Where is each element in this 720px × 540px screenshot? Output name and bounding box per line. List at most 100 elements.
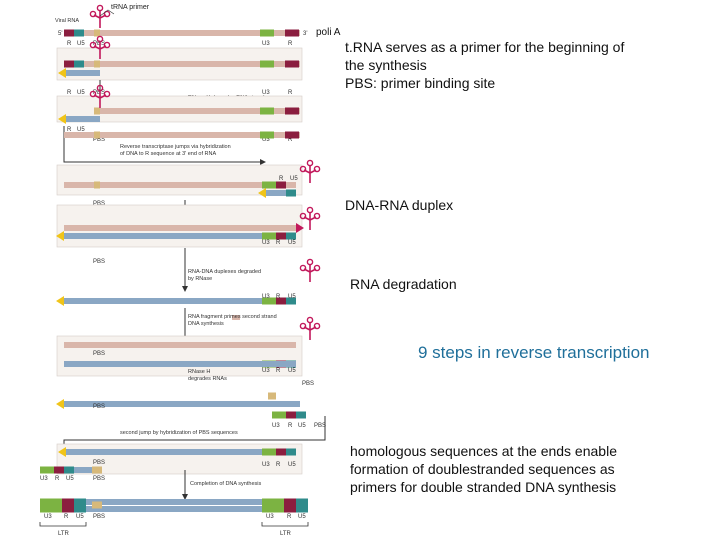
five-prime-label: 5' <box>58 31 62 37</box>
r-segment <box>285 107 299 115</box>
ltr-label: LTR <box>58 531 70 537</box>
u3-label: U3 <box>44 514 52 520</box>
u5-label: U5 <box>76 514 84 520</box>
r-label: R <box>288 423 293 429</box>
pbs-label: PBS <box>314 423 326 429</box>
trna-cloverleaf-icon <box>299 206 321 231</box>
u5-label: U5 <box>288 368 296 374</box>
pbs-label: PBS <box>93 351 105 357</box>
pbs-segment <box>94 131 100 139</box>
trna-primer-note-line: t.RNA serves as a primer for the beginni… <box>345 39 625 55</box>
viral-rna-strand <box>64 30 300 36</box>
u5-label: U5 <box>288 240 296 246</box>
r-label: R <box>55 476 60 482</box>
pbs-label: PBS <box>93 137 105 143</box>
u3-segment <box>262 181 276 189</box>
u5-label: U5 <box>77 90 85 96</box>
viral-rna-strand <box>64 225 296 231</box>
pbs-segment <box>94 107 100 115</box>
trna-cloverleaf-icon <box>299 258 321 283</box>
pbs-label: PBS <box>93 476 105 482</box>
r-segment <box>276 232 286 240</box>
r-label: R <box>67 127 72 133</box>
pbs-label: PBS <box>93 404 105 410</box>
arrow-head <box>258 188 266 198</box>
u5-segment <box>296 505 308 513</box>
pbs-label: PBS <box>93 201 105 207</box>
pbs-label: PBS <box>93 460 105 466</box>
trna-cloverleaf-icon <box>299 159 321 184</box>
u5-label: U5 <box>77 127 85 133</box>
step-caption: RNA fragment primes second strand <box>188 314 277 320</box>
u5-segment <box>286 189 296 197</box>
u3-segment <box>262 232 276 240</box>
u3-label: U3 <box>262 137 270 143</box>
u5-label: U5 <box>298 423 306 429</box>
u3-label: U3 <box>40 476 48 482</box>
homologous-note-line: homologous sequences at the ends enable <box>350 443 617 459</box>
u3-segment <box>40 498 62 506</box>
u5-segment <box>74 498 86 506</box>
trna-cloverleaf-icon <box>89 4 111 29</box>
step-caption: degrades RNAs <box>188 376 227 382</box>
steps-headline: 9 steps in reverse transcription <box>418 343 650 362</box>
arrow-head <box>58 447 66 457</box>
step-caption: of DNA to R sequence at 3' end of RNA <box>120 151 216 157</box>
u5-segment <box>64 466 74 474</box>
u5-segment <box>286 232 296 240</box>
arrow-head <box>56 296 64 306</box>
u3-label: U3 <box>262 368 270 374</box>
step-caption: by RNase <box>188 276 212 282</box>
viral-rna-label: Viral RNA <box>55 18 79 24</box>
ltr-label: LTR <box>280 531 292 537</box>
u3-segment <box>40 505 62 513</box>
pbs-label: PBS <box>93 259 105 265</box>
r-label: R <box>288 90 293 96</box>
u5-segment <box>296 498 308 506</box>
u5-label: U5 <box>298 514 306 520</box>
u5-segment <box>296 411 306 419</box>
r-segment <box>64 60 74 68</box>
r-segment <box>285 131 299 139</box>
viral-rna-strand <box>64 61 300 67</box>
jump-arrow-head <box>260 159 266 165</box>
three-prime-label: 3' <box>303 31 307 37</box>
homologous-note-line: primers for double stranded DNA synthesi… <box>350 479 617 495</box>
r-segment <box>62 505 74 513</box>
pbs-label: PBS <box>93 514 105 520</box>
step-caption: RNA-DNA duplexes degraded <box>188 269 261 275</box>
u5-label: U5 <box>290 176 298 182</box>
u3-segment <box>262 448 276 456</box>
r-segment <box>276 448 286 456</box>
u3-label: U3 <box>262 90 270 96</box>
dna-strand <box>64 233 296 239</box>
pbs-segment <box>268 392 276 400</box>
viral-rna-strand <box>100 108 300 114</box>
u3-segment <box>262 498 284 506</box>
arrow-head <box>56 231 64 241</box>
dna-strand <box>66 70 100 76</box>
trna-primer-note-line: the synthesis <box>345 57 427 73</box>
u5-label: U5 <box>66 476 74 482</box>
r-segment <box>64 29 74 37</box>
u3-segment <box>272 411 286 419</box>
r-label: R <box>288 41 293 47</box>
arrow-head <box>296 223 304 233</box>
r-segment <box>62 498 74 506</box>
trna-primer-note: t.RNA serves as a primer for the beginni… <box>345 38 624 92</box>
pbs-segment <box>92 466 102 474</box>
u5-segment <box>74 29 84 37</box>
u3-segment <box>260 131 274 139</box>
dna-strand <box>40 506 300 512</box>
u3-label: U3 <box>262 294 270 300</box>
u5-segment <box>74 505 86 513</box>
arrow-head <box>58 68 66 78</box>
dna-strand <box>66 116 100 122</box>
dna-rna-duplex-note: DNA-RNA duplex <box>345 197 454 213</box>
u3-label: U3 <box>266 514 274 520</box>
homologous-sequences-note: homologous sequences at the ends enable … <box>350 442 617 496</box>
r-label: R <box>67 90 72 96</box>
dna-strand <box>64 298 296 304</box>
step-caption: second jump by hybridization of PBS sequ… <box>120 430 238 436</box>
r-segment <box>285 60 299 68</box>
